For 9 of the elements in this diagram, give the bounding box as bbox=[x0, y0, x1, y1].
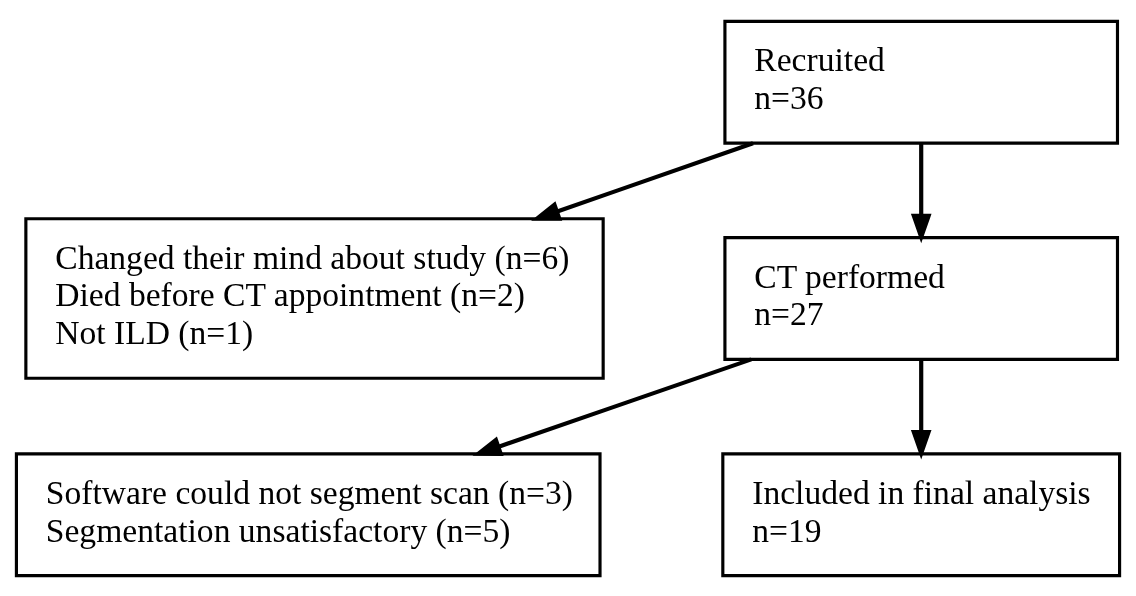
node-box: Included in final analysis n=19 bbox=[721, 451, 1122, 577]
node-box: Changed their mind about study (n=6) Died before CT appointment (n=2) Not ILD (n=1) bbox=[24, 216, 605, 380]
arrow bbox=[531, 140, 754, 221]
arrow bbox=[910, 142, 932, 243]
arrow bbox=[472, 356, 752, 456]
node-box: Recruited n=36 bbox=[723, 19, 1120, 145]
node-box: CT performed n=27 bbox=[723, 235, 1120, 361]
arrow bbox=[910, 359, 932, 459]
node-box: Software could not segment scan (n=3) Segmentation unsatisfactory (n=5) bbox=[14, 451, 602, 577]
